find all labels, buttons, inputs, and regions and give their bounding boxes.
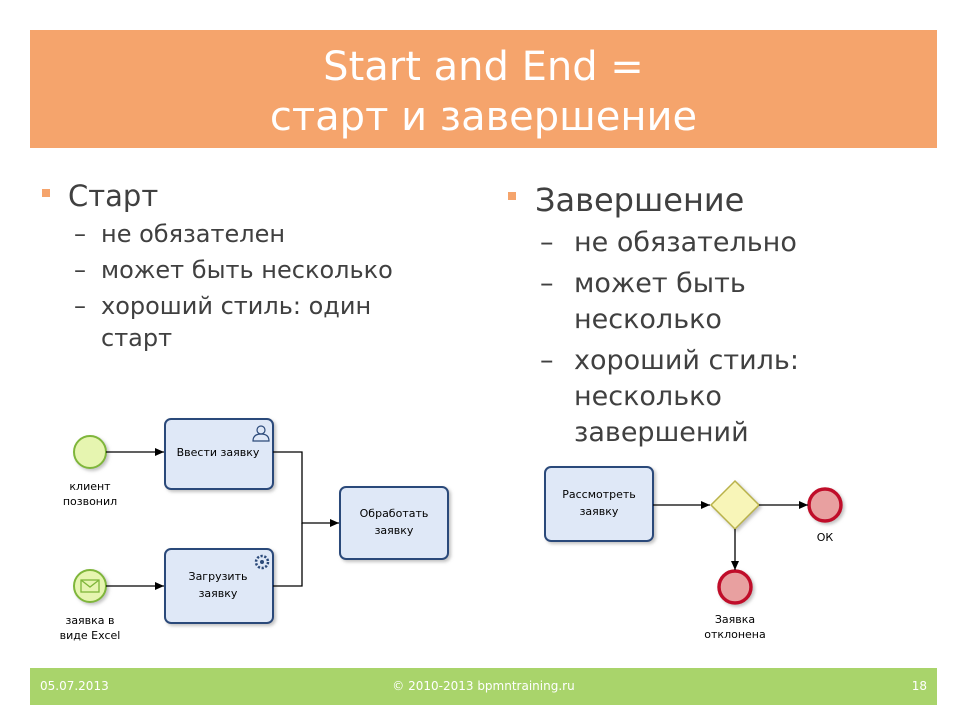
task-review-request-label: Рассмотреть [562,488,636,501]
left-heading-row: Старт [42,178,462,214]
left-item: – не обязателен [42,218,462,250]
start-event-2-label: заявка в [65,614,114,627]
footer-page-number: 18 [911,679,927,693]
start-event-2-label: виде Excel [60,629,121,642]
user-icon [252,425,270,442]
flow-task1-task3 [273,451,339,527]
right-item-text: не обязательно [574,227,797,258]
left-item: – может быть несколько [42,254,462,286]
flow-task2-task3 [273,523,303,587]
task-enter-request [164,418,274,490]
slide-footer: © 2010-2013 bpmntraining.ru 05.07.2013 1… [30,668,937,705]
footer-date: 05.07.2013 [40,679,109,693]
envelope-icon [80,579,100,593]
gear-icon [254,554,270,570]
left-heading: Старт [68,179,159,213]
right-item: – хороший стиль: несколько завершений [505,343,925,451]
dash-icon: – [540,345,554,376]
title-line-1: Start and End = [323,44,644,90]
dash-icon: – [74,256,86,284]
left-item-text: не обязателен [101,220,286,248]
start-event-1-label: позвонил [63,495,117,508]
end-event-ok [807,487,843,523]
dash-icon: – [540,227,554,258]
right-item-text: хороший стиль: несколько завершений [574,345,799,448]
start-event-1 [73,435,107,469]
end-event-rejected-label: Заявка [715,613,755,626]
start-event-2 [73,569,107,603]
end-event-rejected-label: отклонена [704,628,765,641]
right-heading: Завершение [535,181,745,219]
left-item-text: хороший стиль: один старт [101,292,372,352]
end-event-rejected [717,569,753,605]
task-process-request-label: заявку [375,524,414,537]
dash-icon: – [540,268,554,299]
right-item: – может быть несколько [505,266,925,338]
left-item: – хороший стиль: один старт [42,290,462,354]
task-process-request-label: Обработать [360,507,429,520]
task-load-request-label: Загрузить [189,570,248,583]
left-item-text: может быть несколько [101,256,393,284]
bullet-square-icon [508,192,516,200]
title-line-2: старт и завершение [269,94,698,140]
dash-icon: – [74,220,86,248]
left-bullets: Старт – не обязателен – может быть неско… [42,178,462,354]
slide-title: Start and End = старт и завершение [30,30,937,148]
footer-copyright: © 2010-2013 bpmntraining.ru [392,679,575,693]
task-process-request [339,486,449,560]
task-review-request [544,466,654,542]
diagram-start-events: клиент позвонил заявка в виде Excel Ввес… [60,418,449,642]
right-item-text: может быть несколько [574,268,746,335]
task-review-request-label: заявку [580,505,619,518]
right-bullets: Завершение – не обязательно – может быть… [505,180,925,456]
start-event-1-label: клиент [69,480,111,493]
diagram-end-events: Рассмотреть заявку ОК Заявка отклонена [544,466,843,641]
end-event-ok-label: ОК [817,531,834,544]
right-heading-row: Завершение [505,180,925,220]
dash-icon: – [74,292,86,320]
task-enter-request-label: Ввести заявку [177,446,260,459]
right-item: – не обязательно [505,225,925,261]
bullet-square-icon [42,189,50,197]
task-load-request-label: заявку [199,587,238,600]
exclusive-gateway [709,479,761,531]
